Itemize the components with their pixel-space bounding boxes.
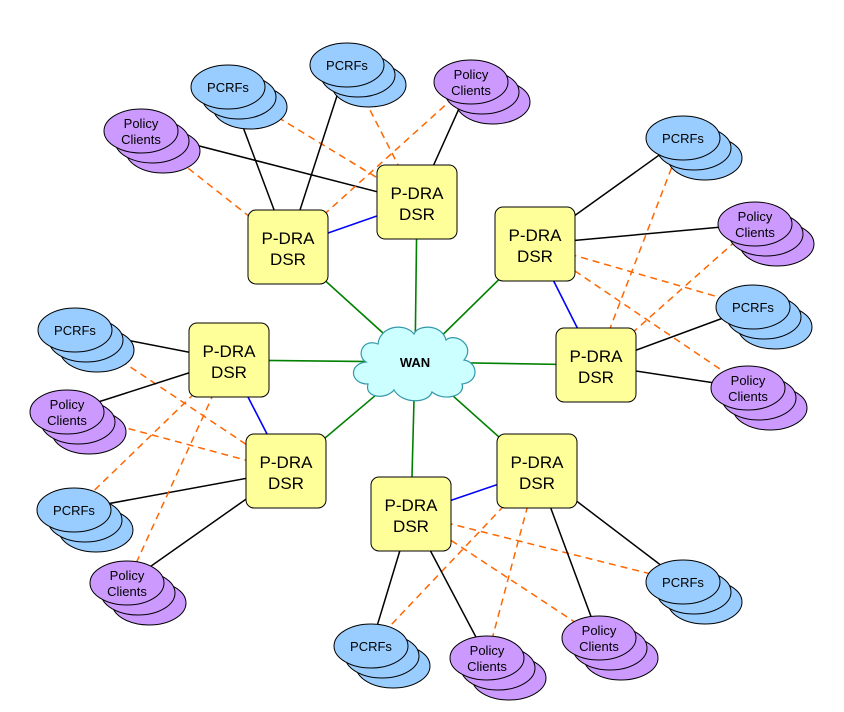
pcrf-cluster: PCRFs	[190, 64, 288, 130]
pcrf-label: PCRFs	[54, 323, 96, 338]
wan-cloud: WAN	[352, 326, 476, 402]
policy-label-line2: Clients	[47, 413, 87, 428]
pcrf-label: PCRFs	[350, 639, 392, 654]
pcrf-label: PCRFs	[326, 58, 368, 73]
dsr-label-line2: DSR	[399, 205, 435, 224]
pcrf-cluster: PCRFs	[309, 42, 407, 108]
policy-client-ellipse	[717, 201, 793, 247]
secondary-link	[595, 137, 684, 366]
dsr-label-line1: P-DRA	[570, 347, 624, 366]
policy-label-line1: Policy	[110, 568, 145, 583]
pcrf-label: PCRFs	[662, 131, 704, 146]
policy-client-ellipse	[103, 108, 179, 154]
policy-client-ellipse	[561, 615, 637, 661]
dsr-label-line2: DSR	[393, 517, 429, 536]
dsr-label-line1: P-DRA	[511, 453, 565, 472]
dsr-label-line2: DSR	[517, 247, 553, 266]
policy-label-line1: Policy	[454, 67, 489, 82]
dsr-node: P-DRA DSR	[370, 476, 452, 552]
policy-label-line2: Clients	[728, 389, 768, 404]
pcrf-cluster: PCRFs	[645, 559, 743, 625]
dsr-node-box	[494, 206, 576, 282]
pcrf-cluster: PCRFs	[36, 487, 134, 553]
pcrf-label: PCRFs	[53, 503, 95, 518]
dsr-node: P-DRA DSR	[247, 209, 329, 285]
pcrf-ellipse	[645, 115, 721, 161]
pcrf-ellipse	[715, 284, 791, 330]
dsr-label-line1: P-DRA	[203, 342, 257, 361]
policy-label-line1: Policy	[731, 373, 766, 388]
dsr-label-line2: DSR	[519, 474, 555, 493]
pcrf-ellipse	[190, 64, 266, 110]
dsr-label-line2: DSR	[270, 250, 306, 269]
dsr-label-line1: P-DRA	[260, 453, 314, 472]
dsr-node: P-DRA DSR	[496, 433, 578, 509]
dsr-node-box	[555, 327, 637, 403]
wan-label: WAN	[400, 355, 430, 370]
pcrf-ellipse	[333, 623, 409, 669]
pcrf-cluster: PCRFs	[645, 115, 743, 181]
dsr-node: P-DRA DSR	[188, 322, 270, 398]
policy-client-ellipse	[29, 389, 105, 435]
dsr-label-line1: P-DRA	[509, 226, 563, 245]
secondary-link	[410, 513, 684, 583]
dsr-node-box	[376, 164, 458, 240]
policy-label-line1: Policy	[738, 209, 773, 224]
dsr-label-line2: DSR	[578, 368, 614, 387]
dsr-nodes-layer: P-DRA DSR P-DRA DSR P-DRA DSR P-DRA DSR P-DRA DSR…	[188, 164, 637, 552]
dsr-node-box	[188, 322, 270, 398]
policy-label-line2: Clients	[107, 584, 147, 599]
policy-label-line1: Policy	[470, 643, 505, 658]
policy-label-line1: Policy	[124, 116, 159, 131]
pcrf-label: PCRFs	[662, 575, 704, 590]
policy-label-line2: Clients	[579, 639, 619, 654]
dsr-label-line1: P-DRA	[385, 496, 439, 515]
policy-client-ellipse	[449, 635, 525, 681]
dsr-node-box	[245, 433, 327, 509]
policy-label-line2: Clients	[467, 659, 507, 674]
policy-client-ellipse	[433, 59, 509, 105]
policy-client-ellipse	[710, 365, 786, 411]
dsr-node: P-DRA DSR	[494, 206, 576, 282]
policy-client-ellipse	[89, 560, 165, 606]
wan-cloud-shape	[352, 326, 476, 402]
pcrf-ellipse	[36, 487, 112, 533]
secondary-link	[486, 470, 538, 659]
dsr-label-line2: DSR	[211, 363, 247, 382]
policy-label-line2: Clients	[735, 225, 775, 240]
pcrf-ellipse	[37, 307, 113, 353]
policy-label-line2: Clients	[451, 83, 491, 98]
dsr-node-box	[247, 209, 329, 285]
policy-label-line1: Policy	[50, 397, 85, 412]
clusters-layer: PCRFsPCRFsPolicyClientsPolicyClientsPCRF…	[29, 42, 815, 701]
dsr-label-line1: P-DRA	[391, 184, 445, 203]
pcrf-label: PCRFs	[207, 80, 249, 95]
policy-label-line2: Clients	[121, 132, 161, 147]
pcrf-cluster: PCRFs	[37, 307, 135, 373]
pcrf-cluster: PCRFs	[715, 284, 813, 350]
policy-label-line1: Policy	[582, 623, 617, 638]
dsr-node: P-DRA DSR	[245, 433, 327, 509]
dsr-label-line2: DSR	[268, 474, 304, 493]
dsr-node-box	[370, 476, 452, 552]
dsr-label-line1: P-DRA	[262, 229, 316, 248]
pcrf-ellipse	[645, 559, 721, 605]
dsr-node: P-DRA DSR	[376, 164, 458, 240]
dsr-node: P-DRA DSR	[555, 327, 637, 403]
pcrf-label: PCRFs	[732, 300, 774, 315]
pcrf-cluster: PCRFs	[333, 623, 431, 689]
dsr-node-box	[496, 433, 578, 509]
pcrf-ellipse	[309, 42, 385, 88]
